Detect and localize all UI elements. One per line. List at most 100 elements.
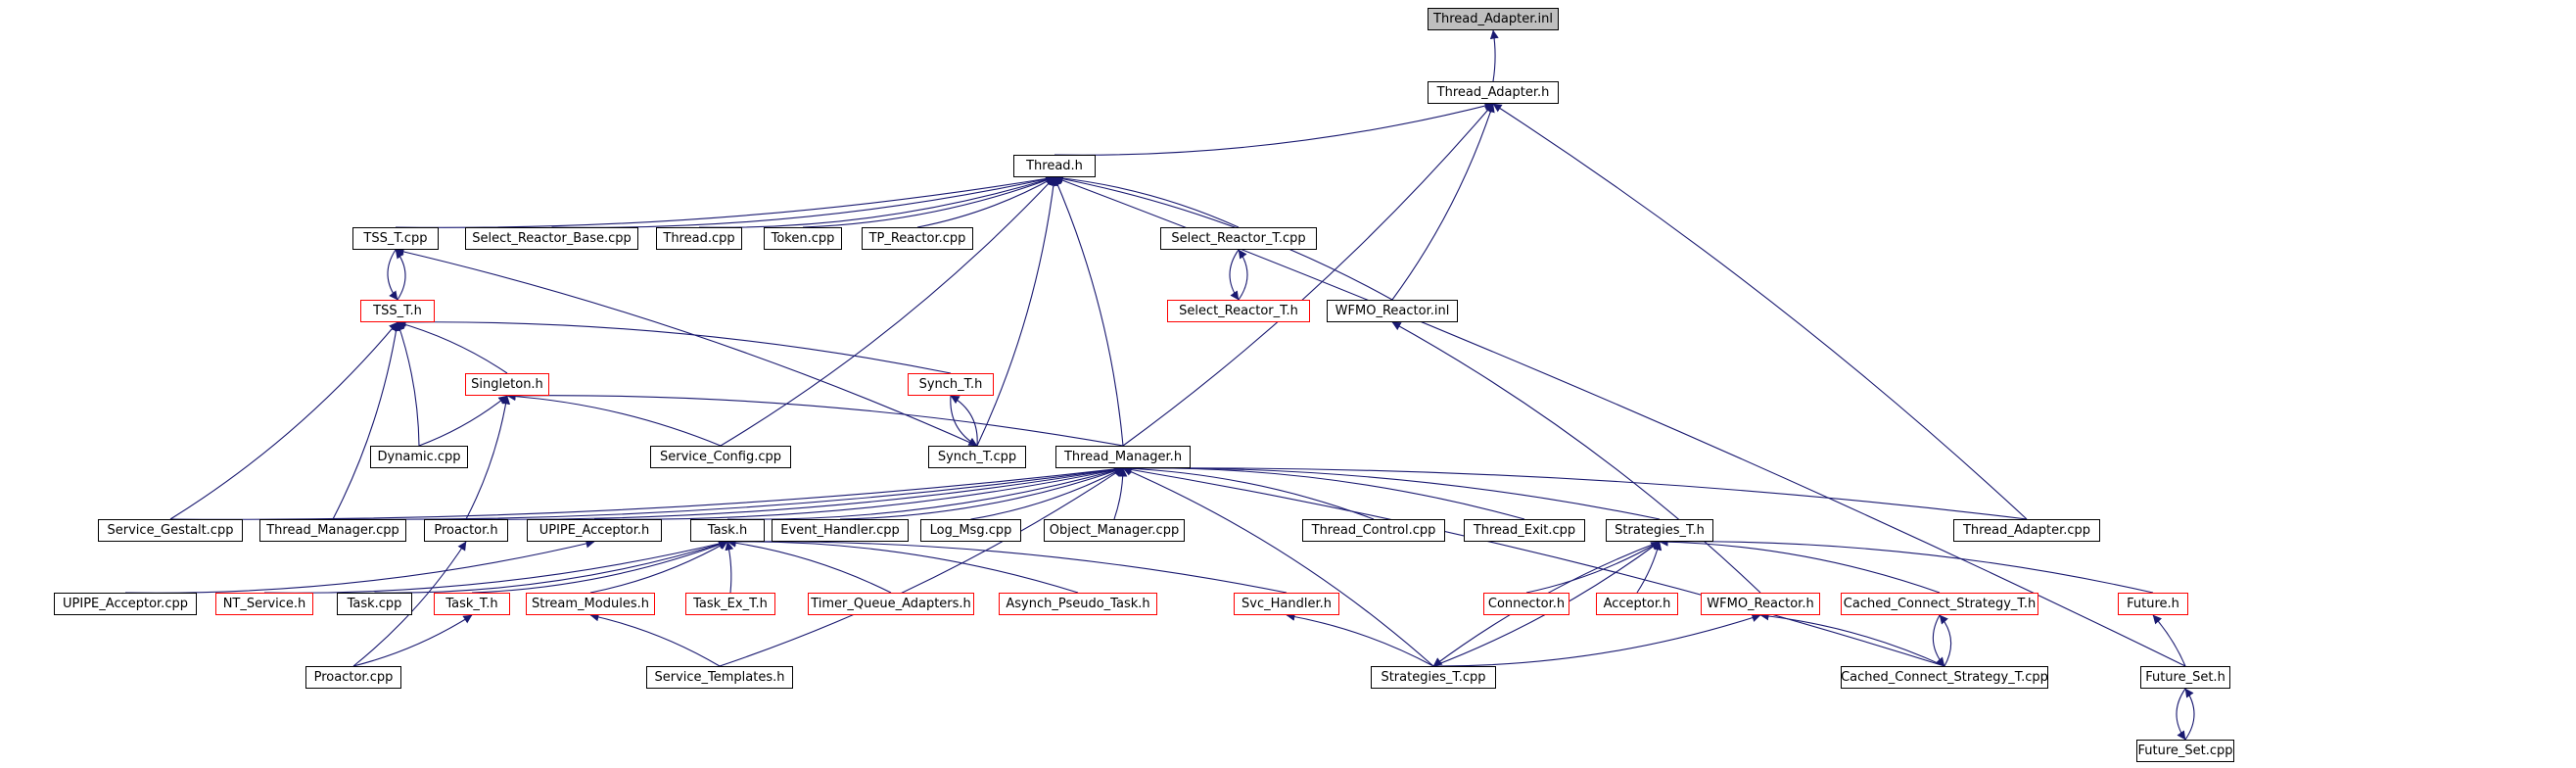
edge-cached_connect_strategy_t_h-to-cached_connect_strategy_t_cpp: [1932, 614, 1945, 667]
edge-thread_manager_cpp-to-tss_t_h: [332, 321, 401, 520]
edge-task_h-to-thread_manager_h: [726, 465, 1124, 520]
node-thread-adapter-h[interactable]: Thread_Adapter.h: [1428, 81, 1559, 104]
edge-service_templates_h-to-stream_modules_h: [589, 612, 721, 667]
node-select-reactor-base-cpp[interactable]: Select_Reactor_Base.cpp: [465, 227, 638, 250]
edge-token_cpp-to-thread_h: [802, 175, 1055, 228]
edge-acceptor_h-to-strategies_t_h: [1636, 541, 1663, 594]
edge-task_t_h-to-task_h: [471, 540, 728, 594]
node-thread-h[interactable]: Thread.h: [1013, 155, 1096, 177]
node-service-gestalt-cpp[interactable]: Service_Gestalt.cpp: [98, 519, 243, 542]
node-singleton-h[interactable]: Singleton.h: [465, 373, 549, 396]
edge-singleton_h-to-tss_t_h: [397, 320, 508, 374]
node-service-templates-h[interactable]: Service_Templates.h: [646, 666, 793, 689]
node-stream-modules-h[interactable]: Stream_Modules.h: [526, 593, 655, 615]
node-proactor-cpp[interactable]: Proactor.cpp: [305, 666, 401, 689]
node-task-h[interactable]: Task.h: [690, 519, 765, 542]
edge-strategies_t_cpp-to-svc_handler_h: [1286, 612, 1434, 667]
edge-thread_exit_cpp-to-thread_manager_h: [1122, 463, 1525, 520]
node-future-set-cpp[interactable]: Future_Set.cpp: [2136, 740, 2234, 762]
edge-select_reactor_t_cpp-to-thread_h: [1054, 173, 1240, 228]
node-timer-queue-adapters-h[interactable]: Timer_Queue_Adapters.h: [808, 593, 974, 615]
node-synch-t-h[interactable]: Synch_T.h: [908, 373, 994, 396]
edge-dynamic_cpp-to-singleton_h: [418, 395, 508, 447]
node-thread-manager-h[interactable]: Thread_Manager.h: [1055, 446, 1191, 468]
edge-timer_queue_adapters_h-to-task_h: [726, 538, 892, 594]
node-future-h[interactable]: Future.h: [2118, 593, 2188, 615]
node-connector-h[interactable]: Connector.h: [1483, 593, 1569, 615]
node-thread-control-cpp[interactable]: Thread_Control.cpp: [1302, 519, 1445, 542]
node-future-set-h[interactable]: Future_Set.h: [2140, 666, 2230, 689]
edge-wfmo_reactor_h-to-wfmo_reactor_inl: [1391, 321, 1761, 594]
node-upipe-acceptor-h[interactable]: UPIPE_Acceptor.h: [527, 519, 662, 542]
edge-future_set_cpp-to-future_set_h: [2184, 688, 2195, 741]
edge-service_config_cpp-to-thread_h: [720, 176, 1055, 447]
edge-task_ex_t_h-to-task_h: [725, 541, 734, 594]
node-strategies-t-cpp[interactable]: Strategies_T.cpp: [1371, 666, 1496, 689]
node-wfmo-reactor-h[interactable]: WFMO_Reactor.h: [1701, 593, 1820, 615]
node-thread-exit-cpp[interactable]: Thread_Exit.cpp: [1464, 519, 1585, 542]
node-acceptor-h[interactable]: Acceptor.h: [1596, 593, 1678, 615]
node-svc-handler-h[interactable]: Svc_Handler.h: [1234, 593, 1339, 615]
node-proactor-h[interactable]: Proactor.h: [424, 519, 508, 542]
node-asynch-pseudo-task-h[interactable]: Asynch_Pseudo_Task.h: [999, 593, 1157, 615]
node-task-t-h[interactable]: Task_T.h: [434, 593, 510, 615]
edge-thread_cpp-to-thread_h: [698, 175, 1055, 228]
edge-thread_adapter_cpp-to-thread_adapter_h: [1492, 103, 2028, 520]
node-nt-service-h[interactable]: NT_Service.h: [215, 593, 313, 615]
node-thread-adapter-cpp[interactable]: Thread_Adapter.cpp: [1953, 519, 2100, 542]
edge-thread_control_cpp-to-thread_manager_h: [1122, 463, 1375, 520]
edge-wfmo_reactor_inl-to-thread_h: [1054, 174, 1393, 301]
edge-synch_t_cpp-to-synch_t_h: [950, 395, 978, 447]
node-thread-cpp[interactable]: Thread.cpp: [656, 227, 742, 250]
node-select-reactor-t-h[interactable]: Select_Reactor_T.h: [1167, 300, 1310, 322]
node-strategies-t-h[interactable]: Strategies_T.h: [1606, 519, 1713, 542]
node-select-reactor-t-cpp[interactable]: Select_Reactor_T.cpp: [1160, 227, 1317, 250]
edge-select_reactor_t_cpp-to-select_reactor_t_h: [1229, 249, 1240, 301]
node-thread-manager-cpp[interactable]: Thread_Manager.cpp: [259, 519, 406, 542]
edge-synch_t_cpp-to-tss_t_cpp: [395, 247, 978, 447]
node-log-msg-cpp[interactable]: Log_Msg.cpp: [920, 519, 1021, 542]
edge-thread_manager_h-to-singleton_h: [506, 391, 1124, 447]
node-task-ex-t-h[interactable]: Task_Ex_T.h: [685, 593, 775, 615]
edge-wfmo_reactor_inl-to-thread_adapter_h: [1391, 103, 1495, 301]
edge-service_config_cpp-to-singleton_h: [506, 392, 722, 447]
node-tss-t-cpp[interactable]: TSS_T.cpp: [352, 227, 439, 250]
edge-cached_connect_strategy_t_cpp-to-wfmo_reactor_h: [1759, 611, 1945, 667]
edge-select_reactor_base_cpp-to-thread_h: [551, 174, 1055, 228]
edge-proactor_cpp-to-task_t_h: [352, 614, 473, 667]
node-task-cpp[interactable]: Task.cpp: [337, 593, 412, 615]
edge-log_msg_cpp-to-thread_manager_h: [970, 467, 1124, 520]
edge-thread_h-to-thread_adapter_h: [1054, 101, 1494, 156]
node-cached-connect-strategy-t-cpp[interactable]: Cached_Connect_Strategy_T.cpp: [1841, 666, 2048, 689]
node-cached-connect-strategy-t-h[interactable]: Cached_Connect_Strategy_T.h: [1841, 593, 2038, 615]
node-dynamic-cpp[interactable]: Dynamic.cpp: [370, 446, 468, 468]
edge-stream_modules_h-to-task_h: [589, 541, 728, 594]
edge-object_manager_cpp-to-thread_manager_h: [1113, 467, 1128, 520]
node-wfmo-reactor-inl[interactable]: WFMO_Reactor.inl: [1327, 300, 1458, 322]
edge-service_gestalt_cpp-to-thread_manager_h: [169, 464, 1124, 520]
edge-upipe_acceptor_h-to-thread_manager_h: [593, 465, 1124, 520]
edge-future_set_h-to-future_set_cpp: [2176, 688, 2186, 741]
edge-service_templates_h-to-thread_manager_h: [719, 467, 1124, 667]
node-service-config-cpp[interactable]: Service_Config.cpp: [650, 446, 791, 468]
node-synch-t-cpp[interactable]: Synch_T.cpp: [928, 446, 1026, 468]
node-tss-t-h[interactable]: TSS_T.h: [360, 300, 435, 322]
edge-cached_connect_strategy_t_cpp-to-cached_connect_strategy_t_h: [1939, 614, 1952, 667]
edge-thread_manager_h-to-thread_adapter_h: [1122, 103, 1494, 447]
node-upipe-acceptor-cpp[interactable]: UPIPE_Acceptor.cpp: [54, 593, 197, 615]
edge-proactor_cpp-to-proactor_h: [352, 541, 467, 667]
edge-task_cpp-to-task_h: [374, 540, 728, 594]
node-event-handler-cpp[interactable]: Event_Handler.cpp: [772, 519, 909, 542]
node-token-cpp[interactable]: Token.cpp: [764, 227, 842, 250]
edge-strategies_t_cpp-to-wfmo_reactor_h: [1432, 613, 1761, 667]
edge-future_h-to-strategies_t_h: [1659, 537, 2154, 594]
edge-tss_t_h-to-tss_t_cpp: [395, 249, 406, 301]
node-object-manager-cpp[interactable]: Object_Manager.cpp: [1044, 519, 1185, 542]
edge-select_reactor_t_h-to-select_reactor_t_cpp: [1238, 249, 1248, 301]
edge-upipe_acceptor_cpp-to-upipe_acceptor_h: [124, 539, 595, 594]
edge-future_set_h-to-future_h: [2152, 614, 2186, 667]
node-tp-reactor-cpp[interactable]: TP_Reactor.cpp: [862, 227, 973, 250]
node-thread-adapter-inl[interactable]: Thread_Adapter.inl: [1428, 8, 1559, 30]
